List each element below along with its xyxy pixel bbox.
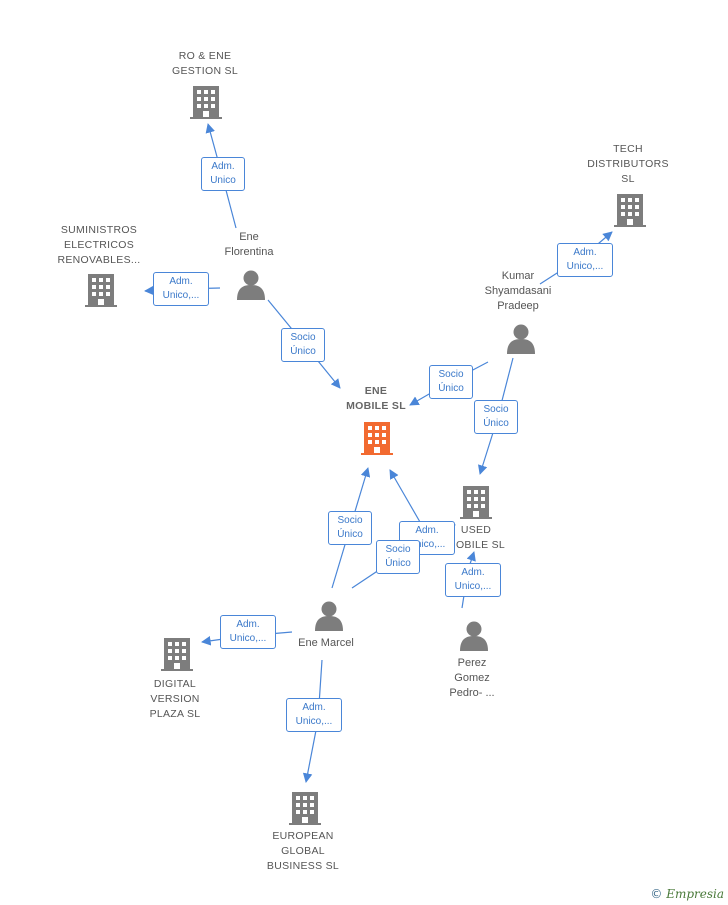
node-suministros[interactable]: SUMINISTROS ELECTRICOS RENOVABLES... — [57, 224, 141, 266]
edge-label-florentina-mobile[interactable]: Socio Único — [281, 328, 325, 362]
building-icon — [614, 194, 646, 227]
node-used-mobile[interactable]: USED MOBILE SL — [446, 524, 506, 551]
watermark-brand: Empresia — [666, 887, 724, 901]
node-ene-marcel[interactable]: Ene Marcel — [298, 637, 354, 649]
person-icon — [460, 621, 488, 651]
copyright-icon: © — [650, 887, 663, 901]
edge-label-marcel-european[interactable]: Adm. Unico,... — [286, 698, 342, 732]
person-icon — [507, 324, 535, 354]
node-perez[interactable]: Perez Gomez Pedro- ... — [449, 657, 495, 699]
node-ene-florentina[interactable]: Ene Florentina — [224, 231, 274, 258]
building-icon — [190, 86, 222, 119]
edge-label-marcel-digital[interactable]: Adm. Unico,... — [220, 615, 276, 649]
node-ene-mobile[interactable]: ENE MOBILE SL — [346, 385, 406, 412]
node-ro-ene[interactable]: RO & ENE GESTION SL — [171, 50, 238, 77]
node-kumar[interactable]: Kumar Shyamdasani Pradeep — [484, 270, 552, 312]
building-icon — [460, 486, 492, 519]
edge-marcel-mobile-2 — [389, 469, 421, 523]
building-icon — [161, 638, 193, 671]
node-european-global[interactable]: EUROPEAN GLOBAL BUSINESS SL — [266, 830, 340, 872]
edge-label-kumar-used[interactable]: Socio Único — [474, 400, 518, 434]
node-tech-distributors[interactable]: TECH DISTRIBUTORS SL — [587, 143, 669, 185]
person-icon — [237, 270, 265, 300]
node-digital-version[interactable]: DIGITAL VERSION PLAZA SL — [149, 678, 201, 720]
building-icon-center — [361, 422, 393, 455]
edge-label-florentina-ro[interactable]: Adm. Unico — [201, 157, 245, 191]
edge-label-perez-used[interactable]: Adm. Unico,... — [445, 563, 501, 597]
edge-label-kumar-mobile[interactable]: Socio Único — [429, 365, 473, 399]
edge-label-marcel-used-socio[interactable]: Socio Único — [376, 540, 420, 574]
edge-label-florentina-suministros[interactable]: Adm. Unico,... — [153, 272, 209, 306]
edge-label-kumar-tech[interactable]: Adm. Unico,... — [557, 243, 613, 277]
edge-label-marcel-mobile[interactable]: Socio Único — [328, 511, 372, 545]
building-icon — [289, 792, 321, 825]
building-icon — [85, 274, 117, 307]
person-icon — [315, 601, 343, 631]
empresia-watermark[interactable]: © Empresia — [650, 887, 724, 901]
